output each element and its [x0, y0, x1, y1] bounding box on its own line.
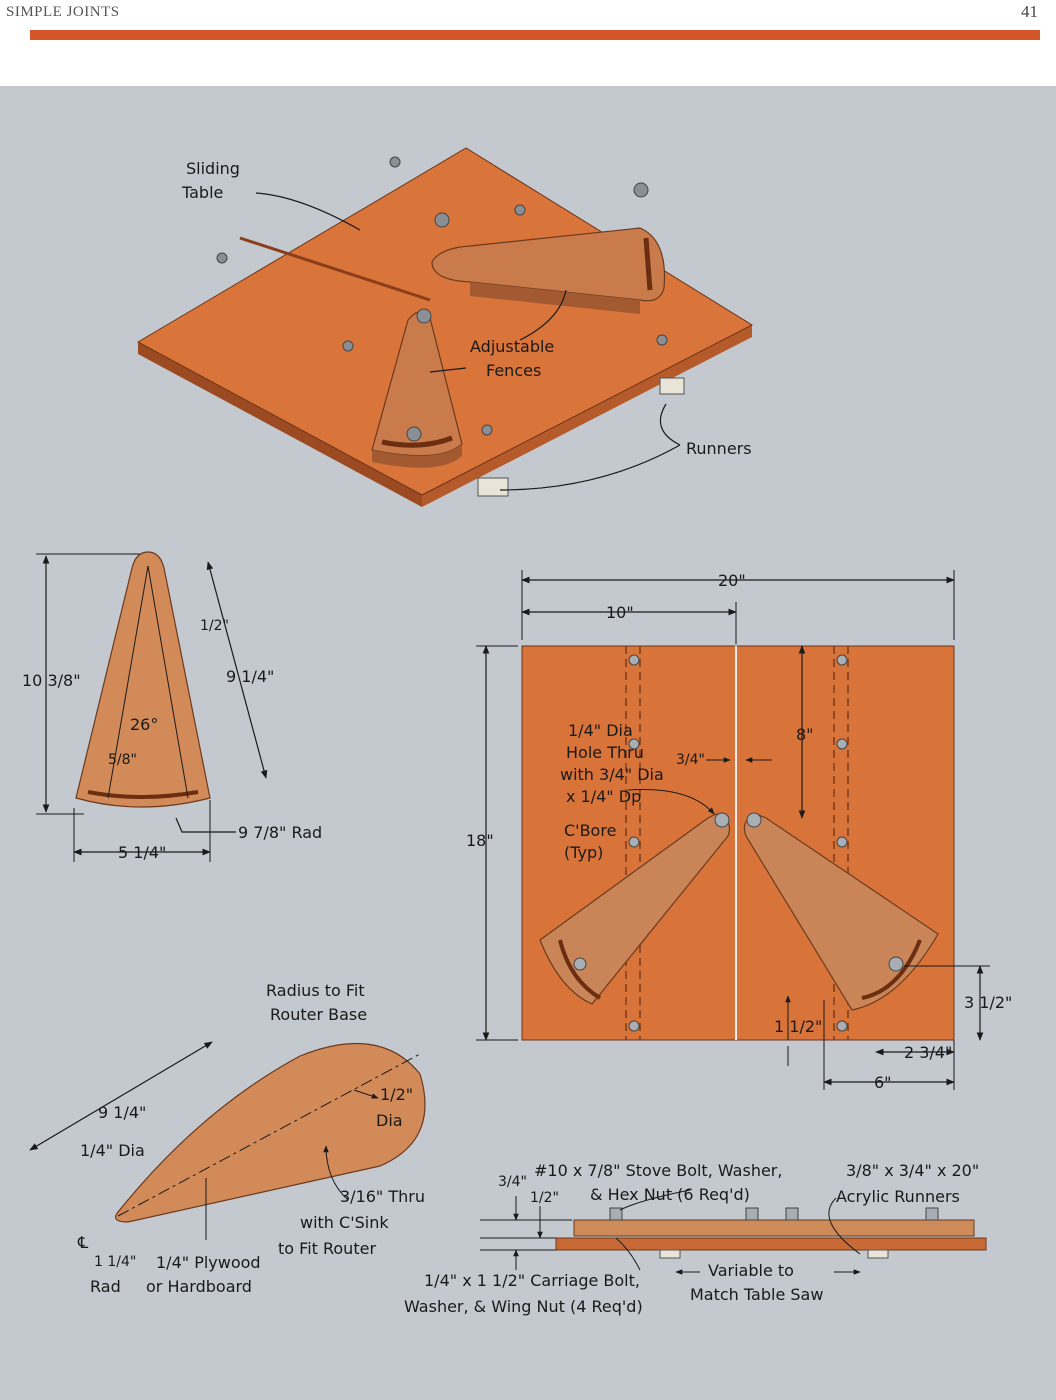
pivot-icon [573, 957, 587, 971]
label-fences: Fences [486, 361, 541, 380]
note-line-5: C'Bore [564, 821, 616, 840]
dim-plan-d: 6" [874, 1073, 892, 1092]
section-bolt-icon [609, 1207, 623, 1221]
sliding-table-side [138, 342, 422, 507]
bolt-icon [836, 1020, 848, 1032]
note-line-1: 1/4" Dia [568, 721, 633, 740]
dim-plan-gap: 3/4" [676, 752, 705, 768]
label-stove-2: & Hex Nut (6 Req'd) [590, 1185, 750, 1204]
pivot-icon [746, 812, 762, 828]
pivot-icon [888, 956, 904, 972]
label-thru-3: to Fit Router [278, 1239, 376, 1258]
fence-shape [75, 551, 211, 808]
bolt-icon [836, 836, 848, 848]
plan-view: 20" 10" 18" 3/4" 8" 1/4" Dia Hole Thru w… [466, 570, 1012, 1092]
bolt-icon [836, 738, 848, 750]
section-bolt-icon [785, 1207, 799, 1221]
bolt-icon [628, 654, 640, 666]
dim-section-t1: 3/4" [498, 1174, 527, 1190]
label-table: Table [181, 183, 223, 202]
dim-plan-slot: 8" [796, 725, 814, 744]
dim-fence-height: 10 3/8" [22, 671, 81, 690]
dim-plan-half: 10" [606, 603, 634, 622]
pivot-icon [714, 812, 730, 828]
section-runner [659, 1249, 681, 1259]
dim-fence-angle: 26° [130, 715, 158, 734]
runner-back [659, 377, 685, 395]
label-radius-2: Router Base [270, 1005, 367, 1024]
header-rule [30, 30, 1040, 40]
label-runners: Runners [686, 439, 752, 458]
wing-nut-icon [416, 308, 432, 324]
dim-plan-a: 1 1/2" [774, 1017, 822, 1036]
label-sliding: Sliding [186, 159, 240, 178]
fence-detail-view: 10 3/8" 1/2" 9 1/4" 26° 5/8" 5 1/4" 9 7/… [22, 551, 322, 862]
bolt-icon [628, 836, 640, 848]
label-carriage-1: 1/4" x 1 1/2" Carriage Bolt, [424, 1271, 640, 1290]
sliding-table-side-right [422, 325, 752, 507]
wing-nut-icon [434, 212, 450, 228]
fence-right [431, 227, 666, 302]
bolt-icon [628, 738, 640, 750]
dim-fence-width: 5 1/4" [118, 843, 166, 862]
bolt-icon [628, 1020, 640, 1032]
label-thru-1: 3/16" Thru [340, 1187, 425, 1206]
label-stove-1: #10 x 7/8" Stove Bolt, Washer, [534, 1161, 782, 1180]
wing-nut-icon [633, 182, 649, 198]
dim-plan-b: 3 1/2" [964, 993, 1012, 1012]
note-line-3: with 3/4" Dia [560, 765, 664, 784]
label-variable-1: Variable to [708, 1261, 794, 1280]
label-material-2: or Hardboard [146, 1277, 252, 1296]
label-thru-2: with C'Sink [300, 1213, 389, 1232]
hex-nut-icon [389, 156, 401, 168]
label-acrylic-1: 3/8" x 3/4" x 20" [846, 1161, 979, 1180]
dim-fence-inset: 5/8" [108, 752, 137, 768]
page-number: 41 [1021, 2, 1038, 21]
dim-plan-c: 2 3/4" [904, 1043, 952, 1062]
template-view: Radius to Fit Router Base 9 1/4" 1/4" Di… [29, 981, 426, 1296]
dim-fence-offset: 1/2" [200, 618, 229, 634]
hex-nut-icon [656, 334, 668, 346]
hex-nut-icon [342, 340, 354, 352]
label-radius-1: Radius to Fit [266, 981, 365, 1000]
label-centerline: ℄ [77, 1233, 89, 1252]
section-view: #10 x 7/8" Stove Bolt, Washer, & Hex Nut… [404, 1161, 987, 1316]
wing-nut-icon [406, 426, 422, 442]
bolt-icon [836, 654, 848, 666]
label-adjustable: Adjustable [470, 337, 554, 356]
note-line-2: Hole Thru [566, 743, 644, 762]
section-bolt-icon [745, 1207, 759, 1221]
dim-section-t2: 1/2" [530, 1190, 559, 1206]
label-hole-big-1: 1/2" [380, 1085, 413, 1104]
running-header: SIMPLE JOINTS [6, 4, 120, 20]
dim-fence-side: 9 1/4" [226, 667, 274, 686]
note-line-6: (Typ) [564, 843, 603, 862]
hex-nut-icon [514, 204, 526, 216]
label-rad-2: Rad [90, 1277, 121, 1296]
section-runner [867, 1249, 889, 1259]
dim-fence-radius: 9 7/8" Rad [238, 823, 322, 842]
section-table [555, 1237, 987, 1251]
section-fence [573, 1219, 975, 1237]
isometric-view: Sliding Table Adjustable Fences Runners [136, 147, 754, 507]
label-carriage-2: Washer, & Wing Nut (4 Req'd) [404, 1297, 643, 1316]
dim-plan-depth: 18" [466, 831, 494, 850]
label-acrylic-2: Acrylic Runners [836, 1187, 960, 1206]
note-line-4: x 1/4" Dp [566, 787, 641, 806]
label-rad-1: 1 1/4" [94, 1254, 136, 1270]
hex-nut-icon [481, 424, 493, 436]
dim-plan-width: 20" [718, 571, 746, 590]
section-bolt-icon [925, 1207, 939, 1221]
label-hole-small: 1/4" Dia [80, 1141, 145, 1160]
hex-nut-icon [216, 252, 228, 264]
label-variable-2: Match Table Saw [690, 1285, 823, 1304]
runner-front [477, 477, 509, 497]
label-hole-big-2: Dia [376, 1111, 403, 1130]
dim-template-length: 9 1/4" [98, 1103, 146, 1122]
label-material-1: 1/4" Plywood [156, 1253, 261, 1272]
